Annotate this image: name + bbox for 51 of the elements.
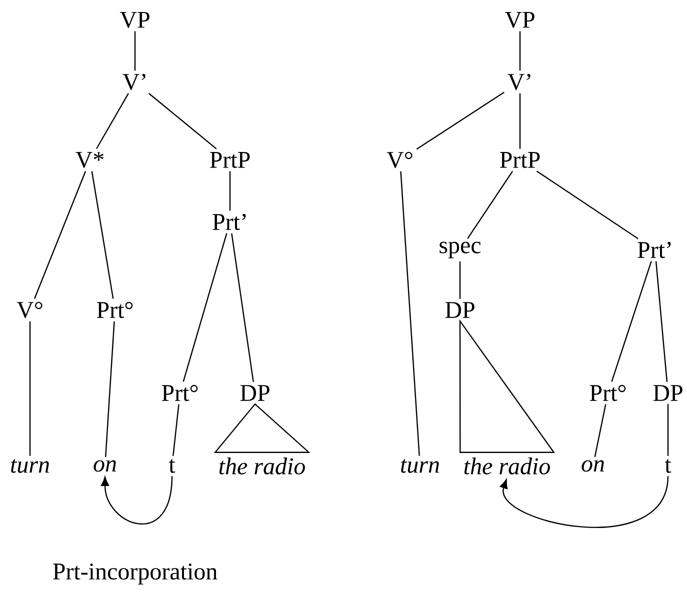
category-label: PrtP bbox=[500, 152, 540, 168]
word: on bbox=[582, 460, 604, 472]
branch-line bbox=[655, 261, 668, 382]
category-label: Prt’ bbox=[212, 214, 246, 230]
category-label: DP bbox=[653, 385, 682, 401]
category-label: V’ bbox=[122, 74, 146, 90]
branch-line bbox=[459, 261, 461, 299]
branch-line bbox=[467, 170, 514, 239]
branch-line bbox=[148, 92, 217, 150]
category-label: PrtP bbox=[210, 152, 250, 168]
movement-arrow bbox=[101, 476, 173, 524]
category-label: spec bbox=[440, 242, 481, 258]
category-label: V* bbox=[76, 152, 104, 168]
branch-line bbox=[34, 171, 86, 299]
branch-line bbox=[416, 92, 504, 150]
category-label: VP bbox=[120, 12, 150, 28]
category-label: Prt° bbox=[96, 302, 133, 318]
phrase: the radio bbox=[219, 458, 305, 474]
trace: t bbox=[168, 459, 176, 473]
category-label: DP bbox=[240, 385, 270, 401]
branch-line bbox=[29, 321, 31, 456]
branch-line bbox=[229, 171, 231, 211]
branch-line bbox=[519, 31, 521, 71]
branch-line bbox=[611, 261, 652, 382]
category-label: VP bbox=[504, 12, 534, 28]
word: on bbox=[94, 460, 116, 472]
trace: t bbox=[664, 459, 672, 473]
branch-line bbox=[134, 31, 136, 71]
category-label: Prt’ bbox=[638, 242, 671, 258]
branch-line bbox=[91, 171, 114, 299]
category-label: DP bbox=[445, 302, 474, 318]
word: turn bbox=[11, 459, 49, 473]
branch-line bbox=[536, 170, 638, 240]
category-label: V° bbox=[386, 152, 412, 168]
branch-line bbox=[231, 233, 254, 382]
branch-line bbox=[96, 93, 129, 150]
category-label: Prt° bbox=[590, 384, 626, 402]
phrase: the radio bbox=[464, 458, 550, 474]
branch-line bbox=[104, 321, 115, 458]
branch-line bbox=[182, 233, 228, 382]
branch-line bbox=[172, 404, 180, 456]
category-label: V’ bbox=[508, 74, 530, 90]
word: turn bbox=[401, 459, 439, 473]
caption-text: Prt-incorporation bbox=[53, 564, 218, 584]
branch-line bbox=[667, 404, 669, 456]
branch-line bbox=[519, 93, 521, 149]
movement-arrow bbox=[500, 476, 669, 528]
category-label: V° bbox=[16, 302, 42, 318]
branch-line bbox=[594, 404, 606, 458]
branch-line bbox=[400, 171, 420, 456]
category-label: Prt° bbox=[162, 384, 198, 402]
